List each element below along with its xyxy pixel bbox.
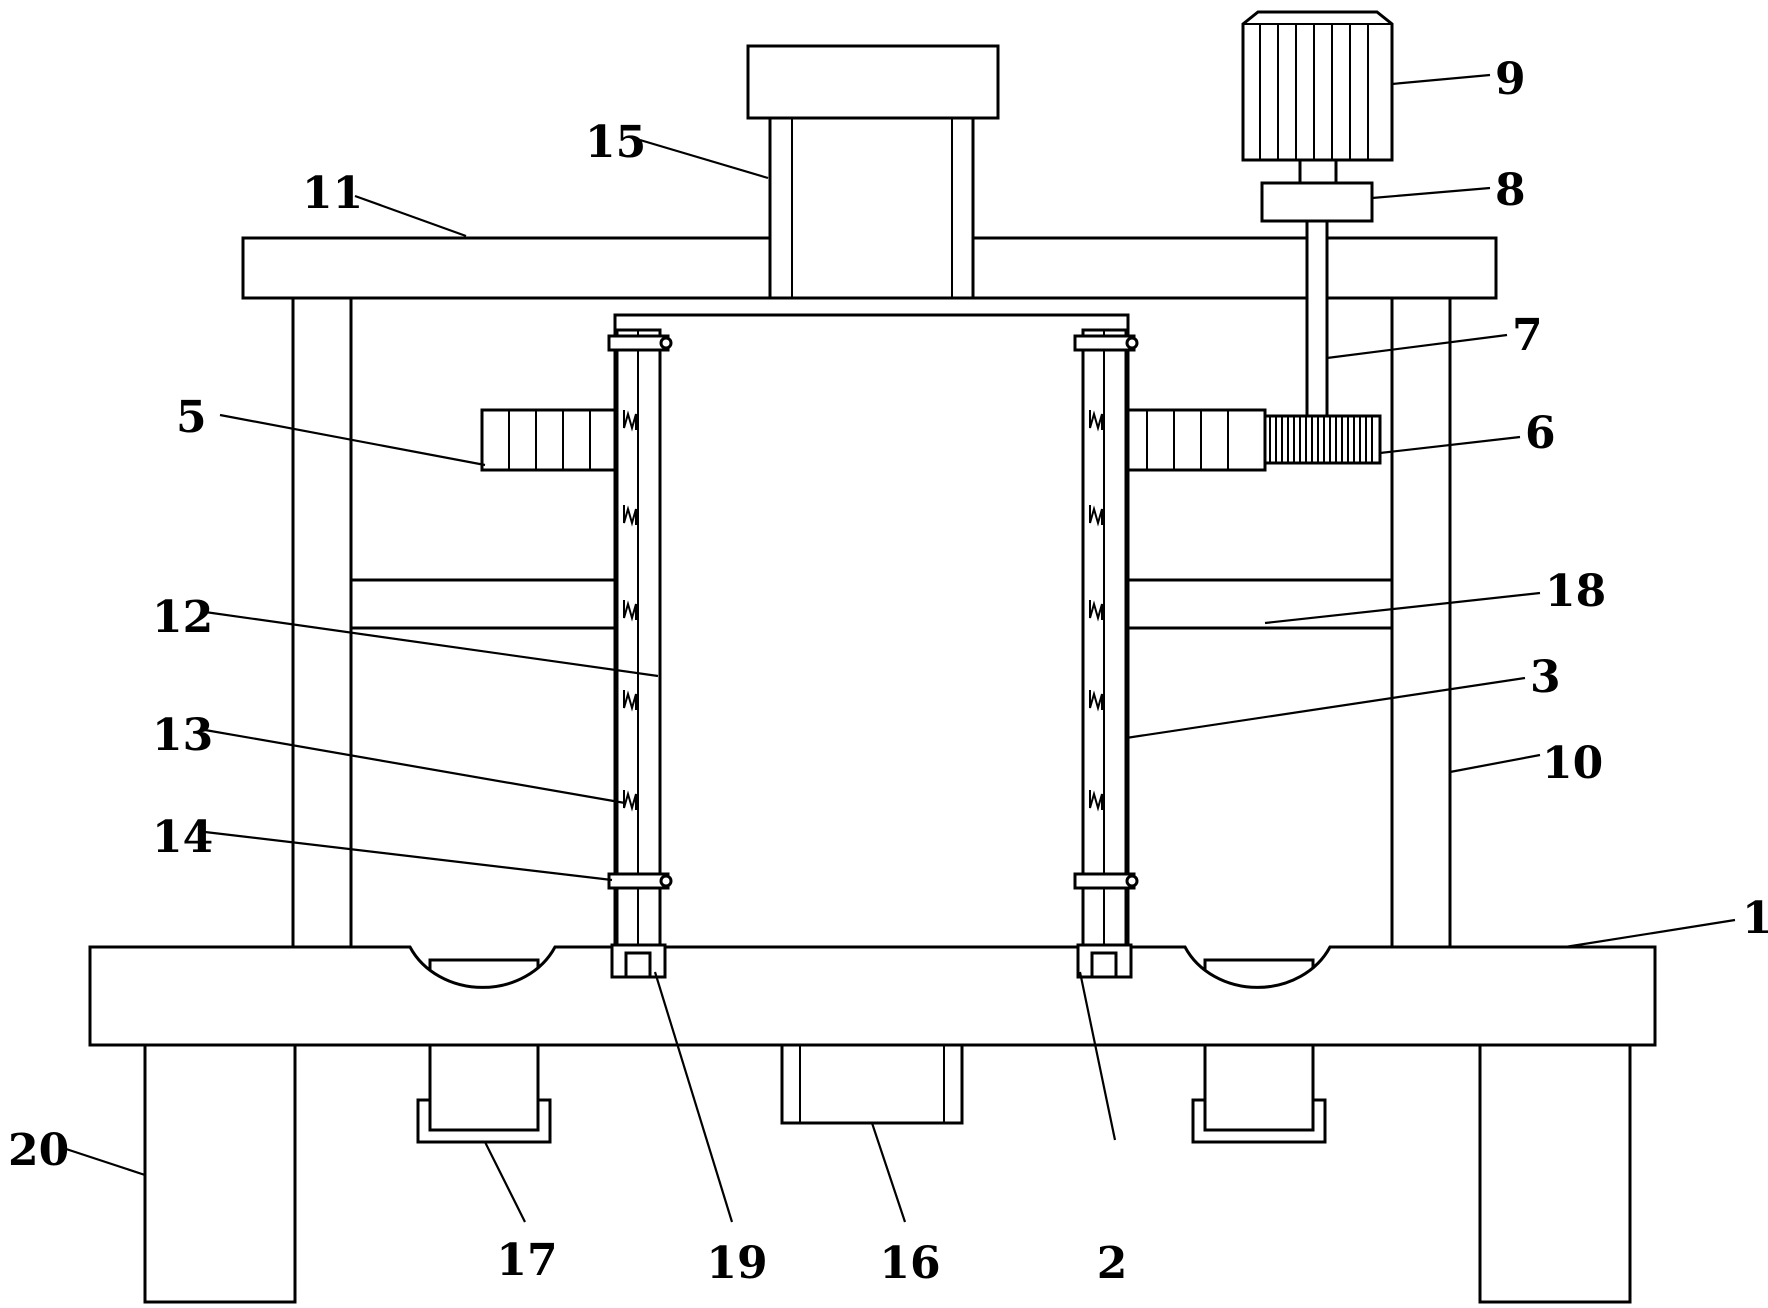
label-7: 7 bbox=[1512, 310, 1543, 361]
base-plate bbox=[88, 945, 1657, 1047]
label-19: 19 bbox=[706, 1238, 767, 1289]
leader-16 bbox=[870, 1122, 907, 1223]
spring bbox=[623, 410, 637, 432]
label-10: 10 bbox=[1542, 738, 1603, 789]
leader-13 bbox=[204, 728, 626, 805]
clamp-bottom-right bbox=[1073, 872, 1139, 890]
spring bbox=[1089, 690, 1103, 712]
support-rail-left bbox=[349, 578, 617, 630]
drive-gear bbox=[1263, 414, 1382, 465]
screen-tube-right bbox=[1076, 328, 1133, 979]
label-6: 6 bbox=[1525, 408, 1556, 459]
label-18: 18 bbox=[1545, 566, 1606, 617]
leader-15 bbox=[639, 138, 769, 180]
spring bbox=[623, 505, 637, 527]
clamp-top-left bbox=[607, 334, 673, 352]
ring-gear-right bbox=[1118, 408, 1267, 472]
label-12: 12 bbox=[152, 592, 213, 643]
leader-2 bbox=[1078, 971, 1117, 1141]
leader-7 bbox=[1326, 333, 1508, 360]
springs bbox=[623, 410, 1103, 812]
spring bbox=[1089, 410, 1103, 432]
leader-1 bbox=[1564, 918, 1736, 949]
support-rail-right bbox=[1126, 578, 1394, 630]
spring bbox=[1089, 600, 1103, 622]
label-5: 5 bbox=[176, 392, 207, 443]
coupling bbox=[1260, 181, 1374, 223]
label-8: 8 bbox=[1495, 165, 1526, 216]
leader-3 bbox=[1125, 676, 1526, 740]
column-left bbox=[291, 295, 353, 949]
label-13: 13 bbox=[152, 710, 213, 761]
leader-11 bbox=[354, 194, 467, 238]
label-1: 1 bbox=[1742, 893, 1768, 944]
spring bbox=[1089, 790, 1103, 812]
feed-hopper-cap bbox=[746, 44, 1000, 120]
screen-tube-left bbox=[610, 328, 667, 979]
label-2: 2 bbox=[1097, 1238, 1128, 1289]
leader-17 bbox=[484, 1141, 526, 1223]
motor-neck bbox=[1298, 158, 1338, 185]
feed-hopper-body bbox=[768, 116, 975, 300]
drive-shaft bbox=[1305, 218, 1329, 418]
ring-gear-left bbox=[480, 408, 619, 472]
leader-5 bbox=[219, 413, 486, 467]
spring bbox=[1089, 505, 1103, 527]
leader-18 bbox=[1264, 591, 1541, 625]
leader-8 bbox=[1371, 186, 1491, 200]
clamp-top-right bbox=[1073, 334, 1139, 352]
leader-6 bbox=[1379, 435, 1521, 455]
spring bbox=[623, 600, 637, 622]
spring bbox=[623, 690, 637, 712]
clamp-bottom-left bbox=[607, 872, 673, 890]
label-14: 14 bbox=[152, 812, 213, 863]
leg-right bbox=[1478, 1038, 1632, 1304]
label-20: 20 bbox=[8, 1125, 69, 1176]
label-16: 16 bbox=[879, 1238, 940, 1289]
label-9: 9 bbox=[1495, 54, 1526, 105]
label-17: 17 bbox=[496, 1235, 557, 1286]
motor bbox=[1241, 10, 1394, 162]
spring bbox=[623, 790, 637, 812]
leader-9 bbox=[1391, 73, 1491, 86]
leader-20 bbox=[59, 1145, 146, 1177]
leg-left bbox=[143, 1038, 297, 1304]
drum-body bbox=[613, 313, 1130, 949]
column-right bbox=[1390, 295, 1452, 949]
leader-10 bbox=[1449, 753, 1541, 774]
leader-14 bbox=[204, 830, 613, 882]
leader-19 bbox=[653, 971, 734, 1223]
label-11: 11 bbox=[302, 168, 363, 219]
label-15: 15 bbox=[585, 117, 646, 168]
label-3: 3 bbox=[1530, 652, 1561, 703]
leader-12 bbox=[204, 610, 659, 678]
